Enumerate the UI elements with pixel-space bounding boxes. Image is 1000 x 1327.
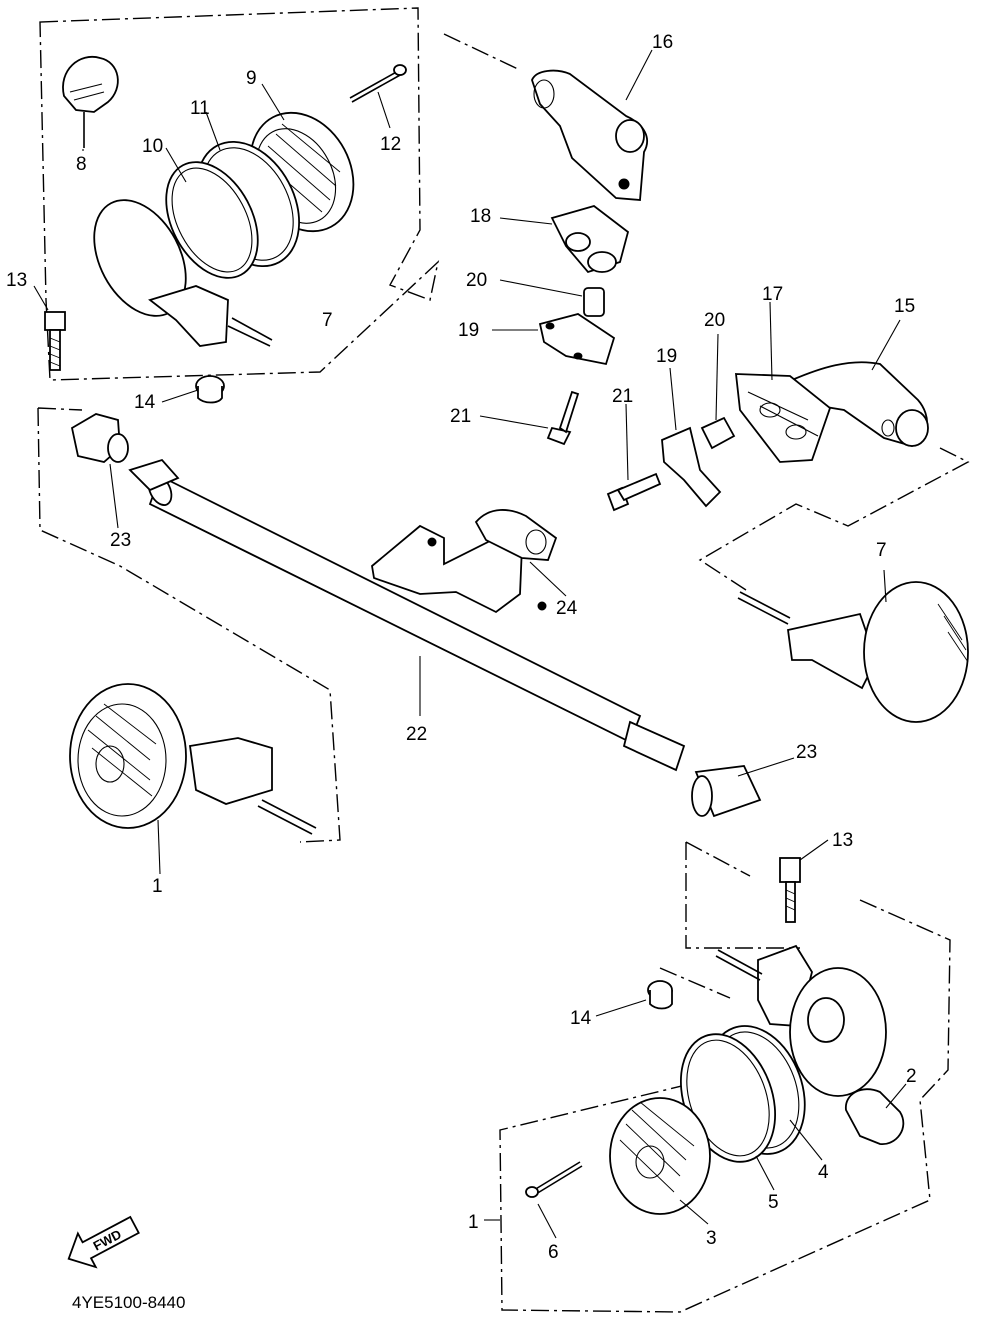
callout-number: 7 [876,540,887,561]
callout-number: 5 [768,1192,779,1213]
lens-part-3 [609,1097,711,1215]
frame-line-top-right [443,33,521,71]
damper-part-18 [550,205,630,274]
collar-part-23-right [691,765,762,818]
callout-number: 17 [762,284,783,305]
housing-rear-right [715,944,887,1097]
callout-number: 24 [556,598,578,619]
callout-number: 15 [894,296,915,317]
callout-number: 13 [6,270,27,291]
frame-line-left-rod [37,407,341,843]
ring-part-10 [165,161,259,279]
callout-number: 21 [450,406,471,427]
callout-number: 14 [134,392,156,413]
lamp-part-7-rear-right [737,581,969,723]
bulb-part-8 [62,55,119,148]
callout-number: 16 [652,32,673,53]
rod-part-22 [128,458,686,772]
callout-number: 9 [246,68,257,89]
callout-number: 12 [380,134,401,155]
callout-number: 22 [406,724,427,745]
bolt-part-21-left [546,390,580,446]
callout-number: 4 [818,1162,829,1183]
callout-number: 20 [466,270,487,291]
plate-part-19-left [538,313,616,366]
screw-part-12 [349,64,407,103]
collar-part-20-right [700,416,736,450]
bracket-part-15 [790,361,929,447]
frame-line-right-assembly [698,447,970,591]
callout-number: 10 [142,136,163,157]
assembly-frame-rear-right [499,841,951,1313]
bolt-part-21-right [606,472,662,512]
assembly-frame-front-left [39,7,440,381]
callout-number: 1 [468,1212,479,1233]
callout-number: 23 [796,742,817,763]
forward-direction-arrow: FWD [67,1215,140,1269]
callout-number: 19 [458,320,479,341]
damper-part-17 [734,373,832,463]
bracket-part-24 [371,509,558,614]
callout-number: 1 [152,876,163,897]
callout-number: 7 [322,310,333,331]
bolt-part-13-top [44,311,66,371]
lamp-part-1-front-left [69,683,317,835]
bracket-part-16 [531,69,648,201]
callout-number: 6 [548,1242,559,1263]
bulb-part-2 [845,1088,905,1145]
callout-number: 11 [190,98,210,119]
housing-front-left [93,199,273,347]
callout-number: 14 [570,1008,592,1029]
bolt-part-13-bottom [779,857,801,923]
callout-number: 8 [76,154,87,175]
callout-number: 3 [706,1228,717,1249]
callout-number: 19 [656,346,677,367]
collar-part-20-left [583,287,605,317]
diagram-part-code: 4YE5100-8440 [72,1293,185,1312]
callout-labels: 8910111213714161820192117152019212324722… [6,32,917,1263]
callout-number: 20 [704,310,725,331]
callout-number: 18 [470,206,491,227]
callout-number: 23 [110,530,131,551]
collar-part-23-left [70,413,129,463]
leader-lines [33,49,907,1239]
plate-part-19-right [661,426,722,508]
callout-number: 2 [906,1066,917,1087]
screw-part-6 [525,1161,583,1198]
grommet-part-14-bottom [647,980,673,1010]
callout-number: 21 [612,386,633,407]
callout-number: 13 [832,830,853,851]
grommet-part-14-top [195,375,225,404]
